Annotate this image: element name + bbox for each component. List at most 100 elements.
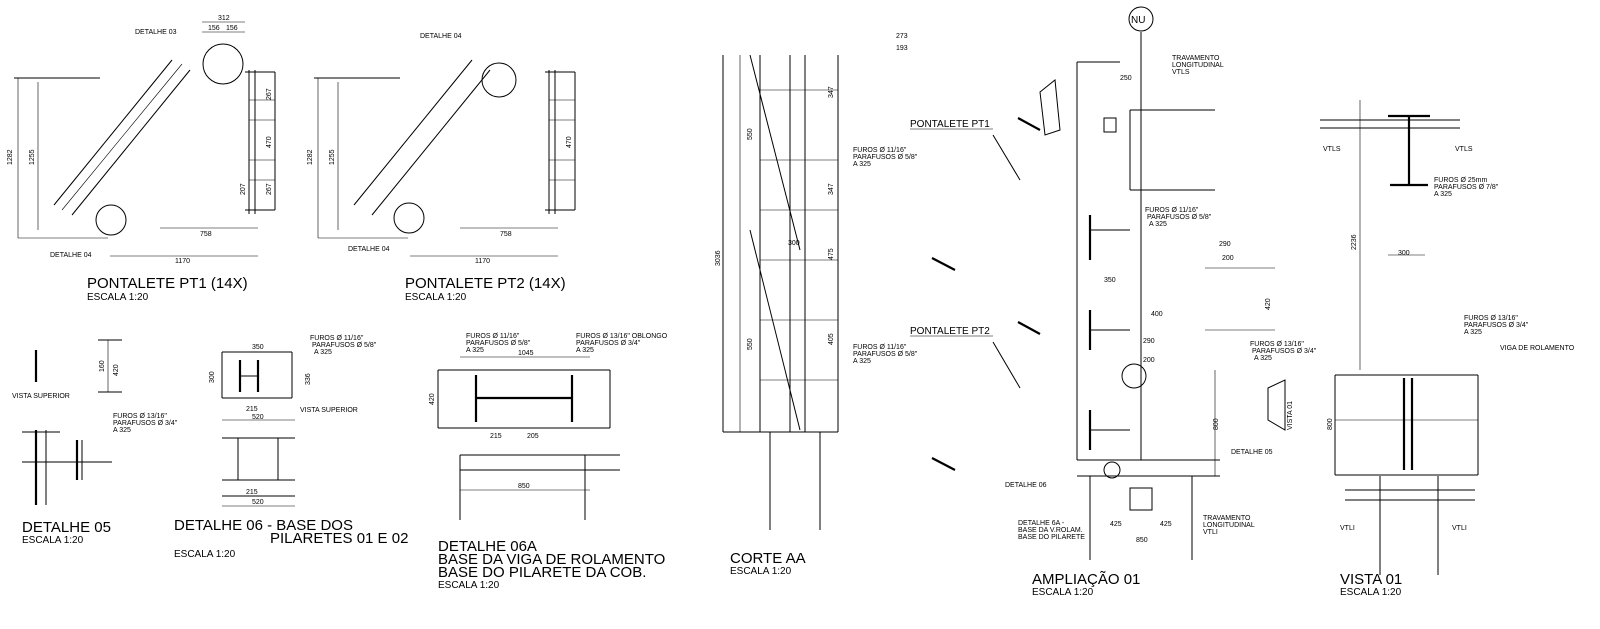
dim-800-amp: 800 (1213, 418, 1220, 430)
dim-267a-pt1: 267 (266, 88, 273, 100)
label-vtls-right: VTLS (1455, 146, 1473, 153)
dim-2236-vista: 2236 (1351, 234, 1358, 250)
dim-207-pt1: 207 (240, 183, 247, 195)
dim-1045-det06a: 1045 (518, 350, 534, 357)
title-pontalete-pt1: PONTALETE PT1 (14X) (87, 275, 248, 292)
dim-3036-corte: 3036 (715, 250, 722, 266)
dim-550b-corte: 550 (747, 338, 754, 350)
scale-detalhe-05: ESCALA 1:20 (22, 535, 84, 546)
label-vtli-right: VTLI (1452, 525, 1467, 532)
title-detalhe-06-line1: DETALHE 06 - BASE DOS (174, 517, 353, 534)
dim-160-det05: 160 (99, 360, 106, 372)
dim-300-vista: 300 (1398, 250, 1410, 257)
dim-400-amp: 400 (1151, 311, 1163, 318)
dim-267b-pt1: 267 (266, 183, 273, 195)
detail-04-circle (95, 204, 127, 236)
note-furos-1116-corte-a: FUROS Ø 11/16" (853, 147, 907, 154)
dim-470-pt2: 470 (566, 136, 573, 148)
dim-156a-pt1: 156 (208, 25, 220, 32)
note-paraf-34-amp: PARAFUSOS Ø 3/4" (1252, 348, 1317, 355)
dim-850-det06a: 850 (518, 483, 530, 490)
dim-250-amp: 250 (1120, 75, 1132, 82)
scale-pontalete-pt1: ESCALA 1:20 (87, 292, 149, 303)
title-vista-01: VISTA 01 (1340, 571, 1402, 588)
title-detalhe-06a-line2: BASE DA VIGA DE ROLAMENTO (438, 551, 665, 568)
dim-1170-pt2: 1170 (475, 258, 490, 265)
note-furos-1116-det06: FUROS Ø 11/16" (310, 335, 364, 342)
label-vista-superior-05: VISTA SUPERIOR (12, 393, 70, 400)
label-trav-long-2b: LONGITUDINAL (1203, 522, 1255, 529)
label-nu: NU (1131, 15, 1145, 26)
scale-detalhe-06: ESCALA 1:20 (174, 549, 236, 560)
label-detalhe6a-2: BASE DA V.ROLAM. (1018, 527, 1083, 534)
dim-758-pt2: 758 (500, 231, 512, 238)
label-detalhe04-pt2: DETALHE 04 (348, 246, 390, 253)
dim-420-amp: 420 (1265, 298, 1272, 310)
dim-470-pt1: 470 (266, 136, 273, 148)
note-paraf-58-det06a: PARAFUSOS Ø 5/8" (466, 340, 531, 347)
dim-1282-pt2: 1282 (307, 149, 314, 165)
dim-347b-corte: 347 (828, 183, 835, 195)
dim-1255-pt2: 1255 (329, 149, 336, 165)
ampliacao-01-drawing: NU 250 350 400 290 200 290 200 420 800 (1005, 6, 1317, 560)
pontalete-pt2-drawing: 1282 1255 758 1170 470 DETALHE 04 DETALH… (307, 33, 576, 265)
dim-1282-pt1: 1282 (7, 149, 14, 165)
dim-405-corte: 405 (828, 333, 835, 345)
note-furos-oblongo-det06a: FUROS Ø 13/16" OBLONGO (576, 333, 668, 340)
title-pontalete-pt2: PONTALETE PT2 (14X) (405, 275, 566, 292)
note-a325-det05: A 325 (113, 427, 131, 434)
label-vista01-side: VISTA 01 (1287, 401, 1294, 430)
dim-205-det06a: 205 (527, 433, 539, 440)
note-furos-1116-corte-b: FUROS Ø 11/16" (853, 344, 907, 351)
scale-corte-aa: ESCALA 1:20 (730, 566, 792, 577)
note-paraf-34-det05: PARAFUSOS Ø 3/4" (113, 420, 178, 427)
dim-290-amp: 290 (1143, 338, 1155, 345)
detalhe-05-drawing: 420 160 VISTA SUPERIOR FUROS Ø 13/16" PA… (12, 339, 178, 505)
dim-200b-amp: 200 (1222, 255, 1234, 262)
note-paraf-58-det06: PARAFUSOS Ø 5/8" (312, 342, 377, 349)
note-paraf-34-vista: PARAFUSOS Ø 3/4" (1464, 322, 1529, 329)
dim-520b-det06: 520 (252, 499, 264, 506)
dim-336-det06: 336 (305, 373, 312, 385)
dim-156b-pt1: 156 (226, 25, 238, 32)
detail-03-circle (202, 43, 244, 85)
label-detalhe6a-3: BASE DO PILARETE (1018, 534, 1085, 541)
dim-758-pt1: 758 (200, 231, 212, 238)
dim-200-amp: 200 (1143, 357, 1155, 364)
detalhe-06-drawing: 350 300 336 215 520 215 520 FUROS Ø 11/1… (209, 335, 377, 507)
label-vista-superior-06: VISTA SUPERIOR (300, 407, 358, 414)
label-vtli-amp: VTLI (1203, 529, 1218, 536)
dim-273-corte: 273 (896, 33, 908, 40)
title-corte-aa: CORTE AA (730, 550, 806, 567)
dim-420-det05: 420 (113, 364, 120, 376)
note-a325-corte-a: A 325 (853, 161, 871, 168)
dim-1170-pt1: 1170 (175, 258, 190, 265)
note-a325a-amp: A 325 (1149, 221, 1167, 228)
north-marker (1128, 6, 1154, 32)
note-furos-1316-vista: FUROS Ø 13/16" (1464, 315, 1518, 322)
label-detalhe04-top: DETALHE 04 (420, 33, 462, 40)
note-a325b-amp: A 325 (1254, 355, 1272, 362)
label-vtls-left: VTLS (1323, 146, 1341, 153)
label-detalhe04-pt1: DETALHE 04 (50, 252, 92, 259)
label-trav-long-2: LONGITUDINAL (1172, 62, 1224, 69)
title-detalhe-05: DETALHE 05 (22, 519, 111, 536)
label-pontalete-pt1: PONTALETE PT1 (910, 119, 990, 130)
title-detalhe-06a-line1: DETALHE 06A (438, 538, 537, 555)
note-a325b-det06a: A 325 (576, 347, 594, 354)
label-detalhe03: DETALHE 03 (135, 29, 177, 36)
label-detalhe6a-1: DETALHE 6A - (1018, 520, 1065, 527)
note-paraf-34-det06a: PARAFUSOS Ø 3/4" (576, 340, 641, 347)
vista-01-drawing: 2236 300 800 VTLS VTLS FUROS Ø 25mm PARA… (1320, 100, 1575, 575)
note-paraf-58-amp: PARAFUSOS Ø 5/8" (1147, 214, 1212, 221)
dim-850-amp: 850 (1136, 537, 1148, 544)
label-trav-long-1b: TRAVAMENTO (1203, 515, 1251, 522)
label-vtli-left: VTLI (1340, 525, 1355, 532)
title-ampliacao-01: AMPLIAÇÃO 01 (1032, 571, 1140, 588)
label-detalhe06-amp: DETALHE 06 (1005, 482, 1047, 489)
dim-550a-corte: 550 (747, 128, 754, 140)
dim-193-corte: 193 (896, 45, 908, 52)
dim-475-corte: 475 (828, 248, 835, 260)
dim-215-det06a: 215 (490, 433, 502, 440)
